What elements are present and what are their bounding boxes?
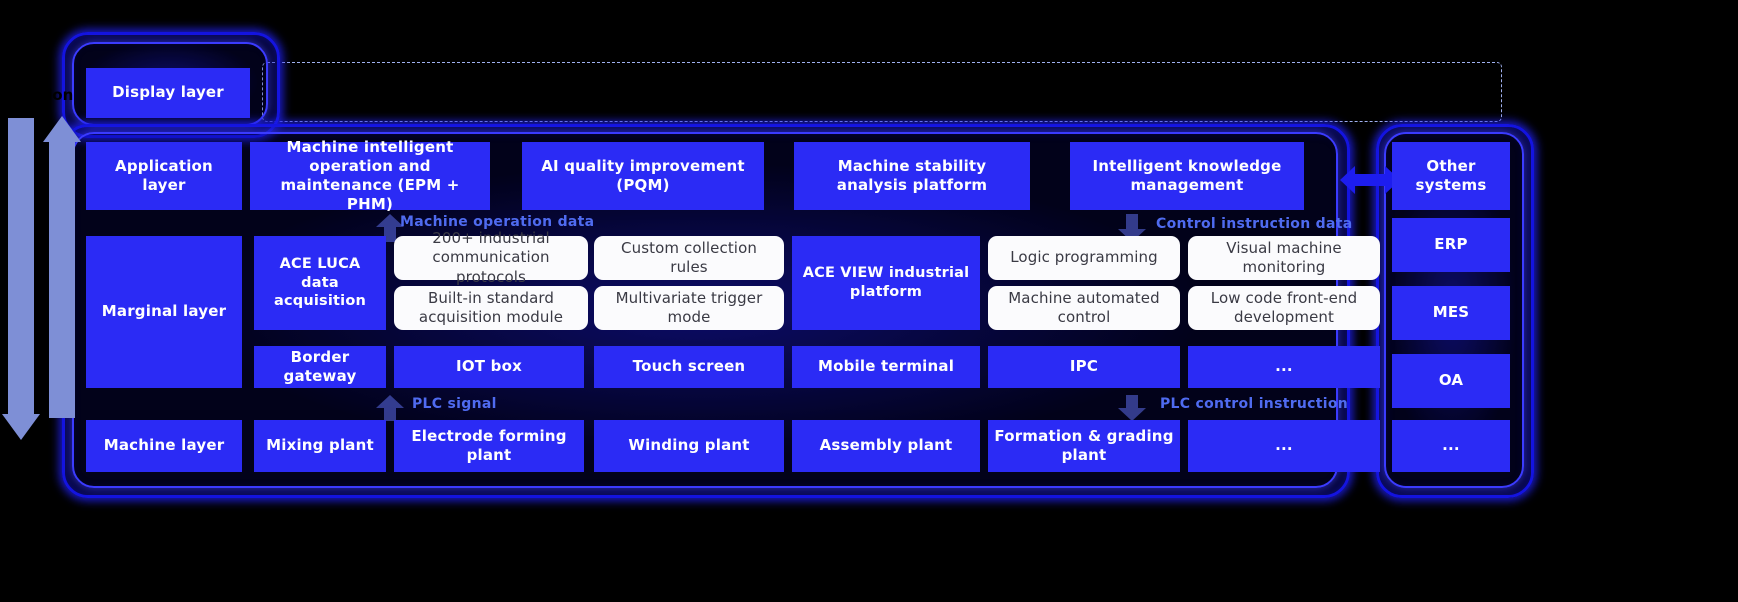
marginal-platform-left[interactable]: ACE LUCA data acquisition bbox=[254, 236, 386, 330]
app-card-2[interactable]: Machine stability analysis platform bbox=[794, 142, 1030, 210]
machine-card-0[interactable]: Mixing plant bbox=[254, 420, 386, 472]
external-system-erp[interactable]: ERP bbox=[1392, 218, 1510, 272]
marginal-card-visual-monitoring[interactable]: Visual machine monitoring bbox=[1188, 236, 1380, 280]
layer-label-display[interactable]: Display layer bbox=[86, 68, 250, 118]
machine-card-3[interactable]: Assembly plant bbox=[792, 420, 980, 472]
left-arrow-up-head bbox=[43, 116, 81, 142]
left-arrow-up-shaft bbox=[49, 142, 75, 418]
app-card-3[interactable]: Intelligent knowledge management bbox=[1070, 142, 1304, 210]
machine-card-5[interactable]: ... bbox=[1188, 420, 1380, 472]
device-card-3[interactable]: Mobile terminal bbox=[792, 346, 980, 388]
app-card-1[interactable]: AI quality improvement (PQM) bbox=[522, 142, 764, 210]
display-dashed-connector bbox=[262, 62, 1502, 122]
layer-label-application-text: Application layer bbox=[115, 156, 213, 194]
marginal-card-acquisition-module[interactable]: Built-in standard acquisition module bbox=[394, 286, 588, 330]
flow-label-control-instruction-data: Control instruction data bbox=[1156, 216, 1353, 232]
layer-label-application[interactable]: Application layer bbox=[86, 142, 242, 210]
marginal-card-trigger-mode[interactable]: Multivariate trigger mode bbox=[594, 286, 784, 330]
app-card-0[interactable]: Machine intelligent operation and mainte… bbox=[250, 138, 490, 213]
device-card-4[interactable]: IPC bbox=[988, 346, 1180, 388]
external-link-double-arrow bbox=[1340, 166, 1400, 194]
flow-label-plc-signal: PLC signal bbox=[412, 396, 497, 412]
marginal-card-low-code[interactable]: Low code front-end development bbox=[1188, 286, 1380, 330]
marginal-platform-right[interactable]: ACE VIEW industrial platform bbox=[792, 236, 980, 330]
external-system-other[interactable]: Other systems bbox=[1392, 142, 1510, 210]
machine-card-2[interactable]: Winding plant bbox=[594, 420, 784, 472]
device-card-2[interactable]: Touch screen bbox=[594, 346, 784, 388]
layer-label-marginal[interactable]: Marginal layer bbox=[86, 236, 242, 388]
marginal-card-automated-control[interactable]: Machine automated control bbox=[988, 286, 1180, 330]
machine-card-1[interactable]: Electrode forming plant bbox=[394, 420, 584, 472]
flow-arrow-plc-signal bbox=[376, 395, 404, 421]
marginal-card-collection-rules[interactable]: Custom collection rules bbox=[594, 236, 784, 280]
flow-label-machine-operation-data: Machine operation data bbox=[400, 214, 595, 230]
marginal-card-logic-programming[interactable]: Logic programming bbox=[988, 236, 1180, 280]
layer-label-machine[interactable]: Machine layer bbox=[86, 420, 242, 472]
external-system-more[interactable]: ... bbox=[1392, 420, 1510, 472]
external-system-oa[interactable]: OA bbox=[1392, 354, 1510, 408]
flow-arrow-plc-control-instruction bbox=[1118, 395, 1146, 421]
device-card-5[interactable]: ... bbox=[1188, 346, 1380, 388]
device-card-1[interactable]: IOT box bbox=[394, 346, 584, 388]
flow-label-plc-control-instruction: PLC control instruction bbox=[1160, 396, 1349, 412]
machine-card-4[interactable]: Formation & grading plant bbox=[988, 420, 1180, 472]
external-system-mes[interactable]: MES bbox=[1392, 286, 1510, 340]
left-arrow-down-shaft bbox=[8, 118, 34, 418]
left-arrow-down-head bbox=[2, 414, 40, 440]
clipped-left-label: tion bbox=[40, 86, 74, 105]
marginal-card-protocols[interactable]: 200+ industrial communication protocols bbox=[394, 229, 588, 286]
device-card-0[interactable]: Border gateway bbox=[254, 346, 386, 388]
